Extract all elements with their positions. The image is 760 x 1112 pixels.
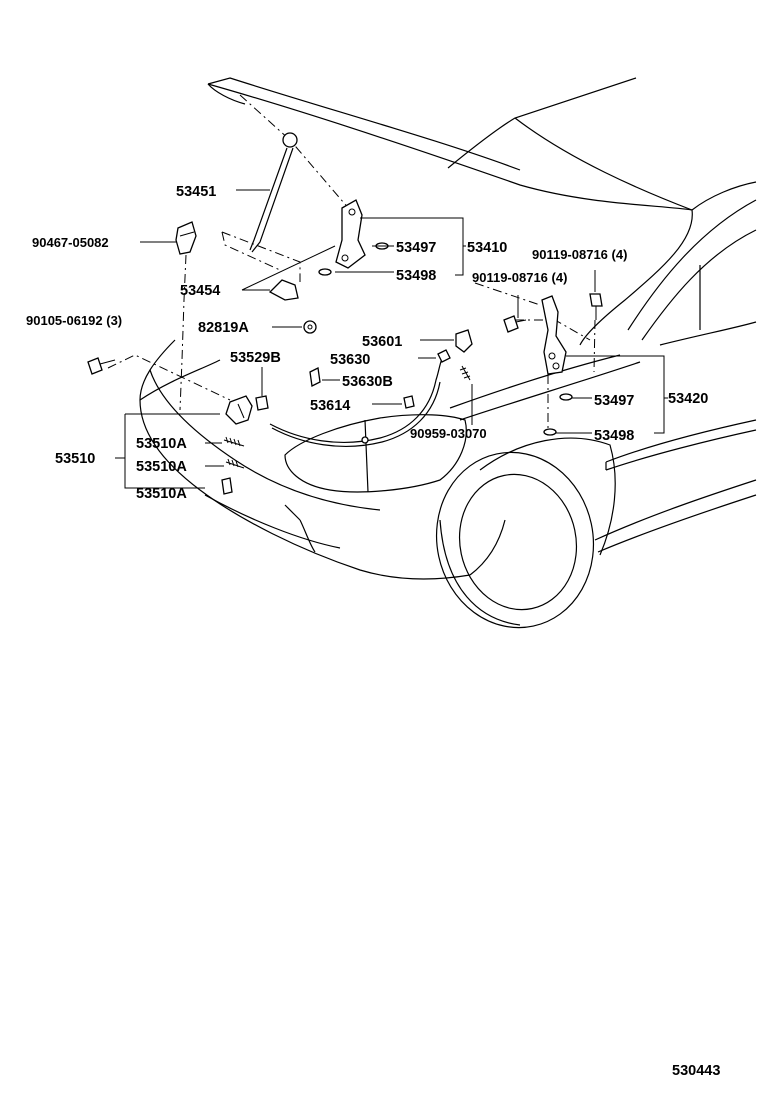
clip-53630b: [309, 367, 321, 387]
hood-release-cable: [269, 353, 447, 447]
cable-clamp-53601: [455, 329, 473, 353]
label-53630: 53630: [330, 352, 370, 368]
label-53454: 53454: [180, 283, 220, 299]
label-53498-top: 53498: [396, 268, 436, 284]
label-53510a-1: 53510A: [136, 436, 187, 452]
clip-90467: [175, 221, 197, 255]
bolt-90119-b: [589, 293, 603, 320]
washer-53497-right: [559, 393, 573, 401]
label-90959-03070: 90959-03070: [410, 426, 487, 441]
hood-hinge-bracket: [335, 199, 366, 269]
screw-53510a-1: [223, 436, 245, 447]
clip-53630: [437, 349, 451, 363]
bolt-90119-a: [503, 315, 527, 333]
label-53497-top: 53497: [396, 240, 436, 256]
label-53510a-3: 53510A: [136, 486, 187, 502]
label-90119-08716-a: 90119-08716 (4): [532, 247, 627, 262]
cushion-53454: [268, 279, 299, 301]
bolt-90105: [87, 357, 116, 375]
cushion-53529b: [255, 395, 269, 411]
label-90105-06192: 90105-06192 (3): [26, 313, 122, 328]
screw-53510a-3: [221, 477, 233, 495]
clip-53614: [403, 395, 415, 409]
diagram-id: 530443: [672, 1063, 720, 1079]
label-53497-right: 53497: [594, 393, 634, 409]
label-90467-05082: 90467-05082: [32, 235, 109, 250]
washer-53498-top: [318, 268, 332, 276]
label-53410: 53410: [467, 240, 507, 256]
label-53529b: 53529B: [230, 350, 281, 366]
label-53420: 53420: [668, 391, 708, 407]
label-53601: 53601: [362, 334, 402, 350]
hood-support-rod: [249, 132, 298, 253]
spring-90959: [459, 365, 471, 381]
label-53510: 53510: [55, 451, 95, 467]
screw-53510a-2: [225, 458, 245, 469]
label-53630b: 53630B: [342, 374, 393, 390]
car-body-outline: [139, 77, 757, 629]
leader-lines: [115, 189, 668, 489]
label-53451: 53451: [176, 184, 216, 200]
label-53614: 53614: [310, 398, 350, 414]
label-53498-right: 53498: [594, 428, 634, 444]
label-82819a: 82819A: [198, 320, 249, 336]
label-53510a-2: 53510A: [136, 459, 187, 475]
part-labels: 53451 90467-05082 53454 90105-06192 (3) …: [26, 184, 720, 1079]
label-90119-08716-b: 90119-08716 (4): [472, 270, 567, 285]
grommet-82819a: [303, 320, 317, 334]
hood-lock-53510: [225, 395, 253, 425]
hood-hinge-right: [541, 295, 567, 375]
washer-53498-right: [543, 428, 557, 436]
